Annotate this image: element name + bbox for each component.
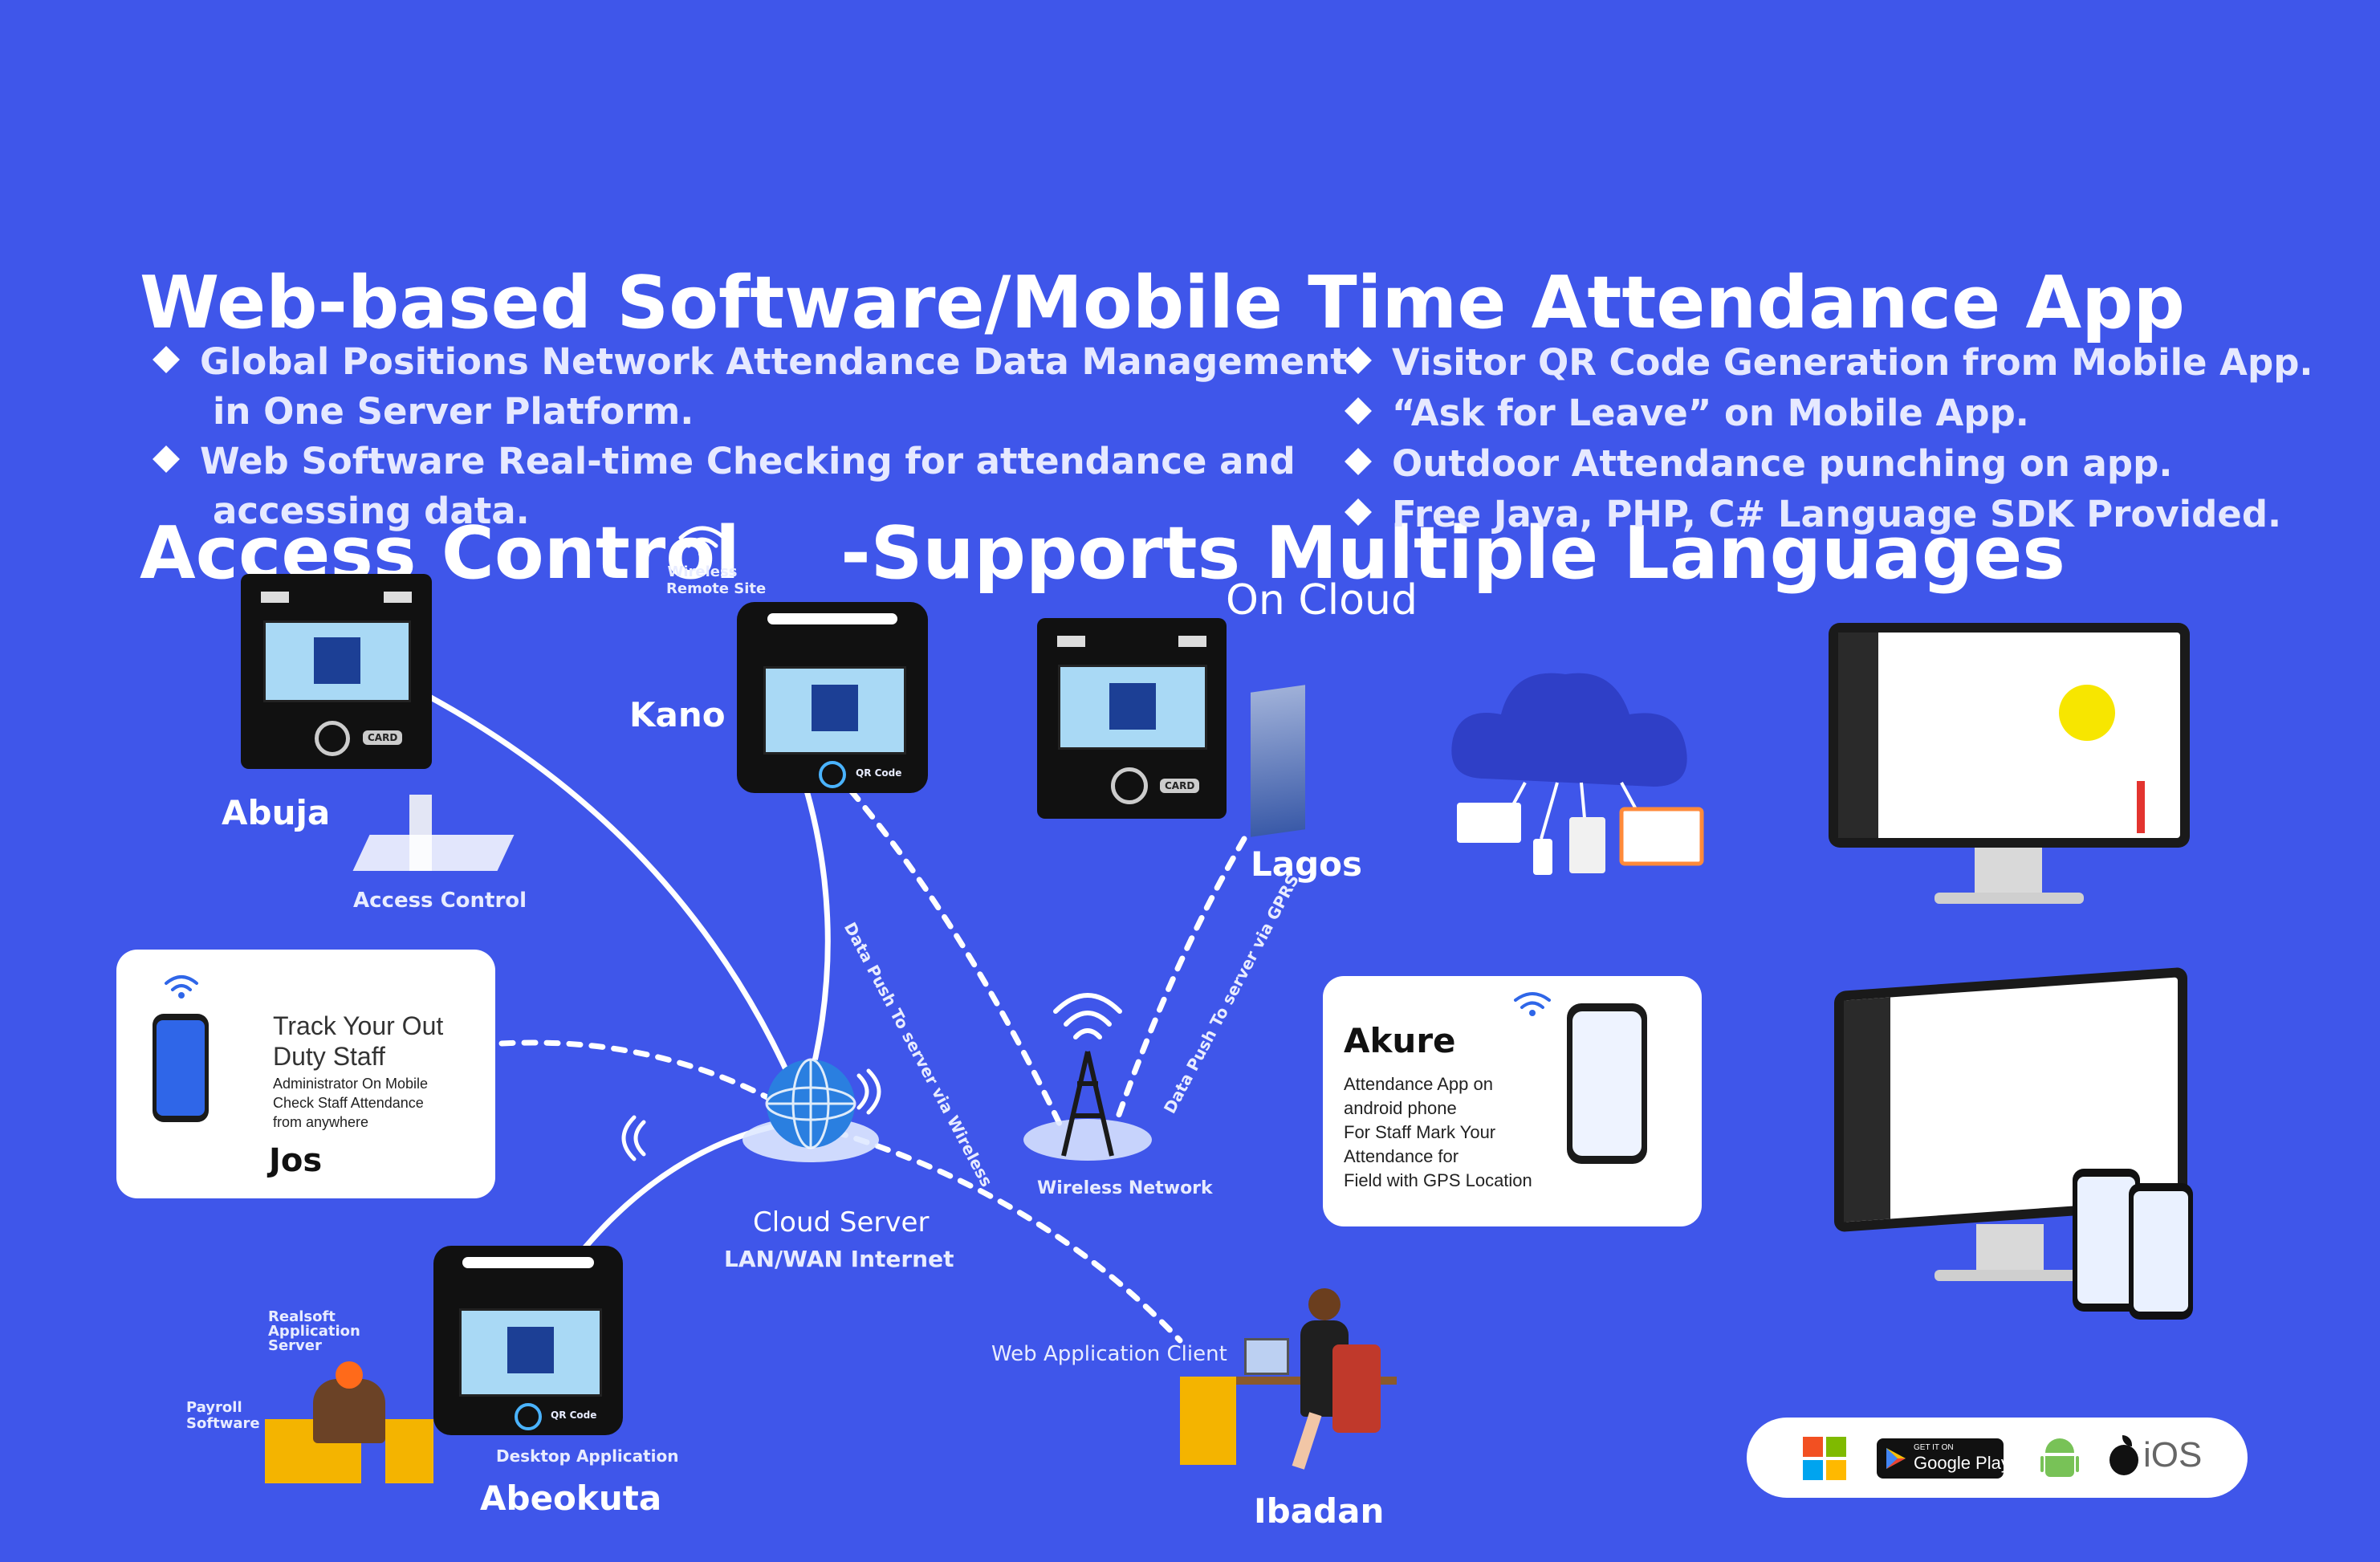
- globe-icon: [742, 1058, 879, 1162]
- android-icon: [2040, 1438, 2079, 1480]
- features-right: Visitor QR Code Generation from Mobile A…: [1345, 337, 2313, 539]
- akure-card: Akure Attendance App on android phone Fo…: [1323, 976, 1702, 1226]
- wifi-icon: [678, 526, 726, 558]
- feature-left-2: Web Software Real-time Checking for atte…: [153, 437, 1348, 486]
- fingerprint-sensor-icon: [1111, 767, 1148, 804]
- bullet-diamond-icon: [153, 346, 180, 373]
- page-title: Web-based Software/Mobile Time Attendanc…: [140, 95, 2185, 763]
- office-worker-illustration: [265, 1361, 433, 1483]
- bullet-diamond-icon: [1345, 448, 1372, 475]
- wifi-icon: [1514, 992, 1551, 1016]
- phone-icon: [1567, 1003, 1647, 1164]
- apple-icon: [2108, 1435, 2140, 1475]
- feature-right-3: Outdoor Attendance punching on app.: [1345, 438, 2313, 489]
- feature-right-2: “Ask for Leave” on Mobile App.: [1345, 388, 2313, 438]
- cloud-icon: [1451, 673, 1704, 875]
- qr-code-label: QR Code: [856, 767, 902, 779]
- feature-left-1: Global Positions Network Attendance Data…: [153, 337, 1348, 387]
- wifi-signal-icon: [856, 1068, 881, 1115]
- google-play-icon: [1886, 1448, 1906, 1469]
- city-abeokuta: Abeokuta: [480, 1479, 662, 1518]
- payroll-label: Payroll Software: [186, 1399, 260, 1432]
- line-kano-tower: [848, 787, 1063, 1127]
- city-jos: Jos: [269, 1142, 323, 1179]
- title-line-2: Access Control -Supports Multiple Langua…: [140, 511, 2065, 596]
- wireless-remote-site-label: Wireless Remote Site: [666, 563, 767, 597]
- wifi-signal-icon: [621, 1115, 646, 1161]
- web-client-illustration: [1180, 1288, 1397, 1473]
- building-icon: [1251, 685, 1305, 837]
- kano-terminal: QR Code: [737, 602, 928, 793]
- desktop-application-label: Desktop Application: [496, 1446, 679, 1466]
- card-label: CARD: [363, 730, 403, 745]
- city-abuja: Abuja: [222, 793, 331, 832]
- feature-left-1-cont: in One Server Platform.: [213, 390, 694, 433]
- jos-card-body: Administrator On Mobile Check Staff Atte…: [273, 1076, 429, 1130]
- google-play-badge[interactable]: GET IT ON Google Play: [1877, 1438, 2010, 1479]
- qr-code-label: QR Code: [551, 1409, 597, 1421]
- card-label: CARD: [1160, 779, 1200, 793]
- fingerprint-sensor-icon: [315, 721, 350, 756]
- line-cloud-ibadan: [832, 1129, 1183, 1344]
- dashboard-screen: [1838, 633, 2180, 838]
- bullet-diamond-icon: [1345, 498, 1372, 526]
- phone-icon: [153, 1014, 209, 1122]
- terminal-screen: [459, 1308, 602, 1397]
- terminal-screen: [1058, 665, 1207, 750]
- qr-scanner-icon: [819, 761, 846, 788]
- ios-label: iOS: [2143, 1435, 2203, 1475]
- brand-logo-icon: [812, 685, 858, 731]
- cloud-server-label: Cloud Server: [753, 1206, 930, 1239]
- wireless-network-label: Wireless Network: [1037, 1178, 1213, 1198]
- web-application-client-label: Web Application Client: [991, 1342, 1227, 1366]
- brand-logo-icon: [1109, 683, 1156, 730]
- on-cloud-label: On Cloud: [1226, 576, 1418, 624]
- bullet-diamond-icon: [1345, 397, 1372, 425]
- akure-card-body: Attendance App on android phone For Staf…: [1344, 1074, 1532, 1190]
- pie-chart-icon: [2059, 685, 2115, 741]
- feature-right-4: Free Java, PHP, C# Language SDK Provided…: [1345, 489, 2313, 539]
- feature-right-1: Visitor QR Code Generation from Mobile A…: [1345, 337, 2313, 388]
- line-jos-cloud: [498, 1039, 790, 1111]
- title-line-1: Web-based Software/Mobile Time Attendanc…: [140, 261, 2185, 345]
- brand-logo-icon: [507, 1327, 554, 1373]
- terminal-screen: [763, 666, 906, 755]
- jos-card: Track Your Out Duty Staff Administrator …: [116, 950, 495, 1198]
- jos-card-heading: Track Your Out Duty Staff: [273, 1011, 444, 1071]
- city-akure: Akure: [1344, 1021, 1456, 1060]
- tower-icon: [1023, 993, 1152, 1161]
- brand-logo-icon: [314, 637, 360, 684]
- city-lagos: Lagos: [1251, 844, 1363, 884]
- wifi-icon: [165, 975, 198, 999]
- laptop-icon: [1244, 1338, 1289, 1375]
- lan-wan-label: LAN/WAN Internet: [724, 1246, 954, 1272]
- line-lagos-tower: [1113, 836, 1247, 1127]
- bullet-diamond-icon: [153, 445, 180, 473]
- windows-icon: [1803, 1437, 1846, 1480]
- platforms-bar: GET IT ON Google Play iOS: [1747, 1418, 2248, 1498]
- lagos-terminal: CARD: [1037, 618, 1227, 819]
- access-control-label: Access Control: [353, 889, 527, 913]
- features-left: Global Positions Network Attendance Data…: [153, 337, 1348, 536]
- city-kano: Kano: [629, 695, 726, 734]
- city-ibadan: Ibadan: [1254, 1491, 1385, 1531]
- phone-icon: [2129, 1183, 2193, 1320]
- line-abuja-cloud: [414, 687, 806, 1111]
- abeokuta-terminal: QR Code: [433, 1246, 623, 1435]
- feature-left-2-cont: accessing data.: [213, 490, 530, 532]
- realsoft-label: Realsoft Application Server: [268, 1308, 360, 1354]
- dashboard-monitor: [1829, 623, 2190, 848]
- terminal-screen: [263, 620, 411, 702]
- qr-scanner-icon: [515, 1403, 542, 1430]
- bullet-diamond-icon: [1345, 347, 1372, 374]
- abuja-terminal: CARD: [241, 574, 432, 769]
- access-control-illustration: [352, 795, 515, 875]
